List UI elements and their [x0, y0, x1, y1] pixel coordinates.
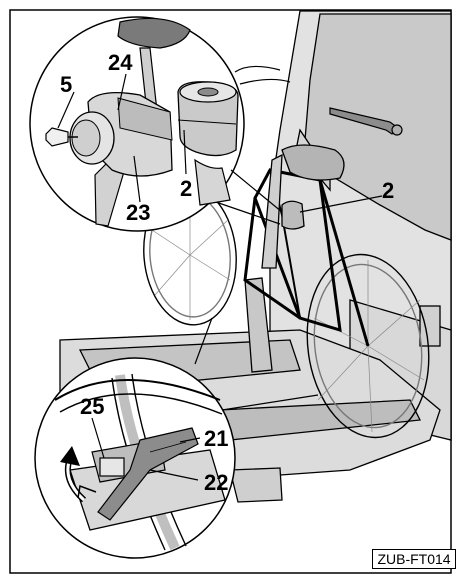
callout-25: 25	[80, 394, 104, 419]
callout-2-detail: 2	[180, 176, 192, 201]
callout-23: 23	[126, 200, 150, 225]
bicycle-saddle	[281, 144, 345, 181]
figure-reference-code: ZUB-FT014	[372, 549, 456, 569]
callout-2-main: 2	[382, 178, 394, 203]
callout-21: 21	[204, 426, 228, 451]
detail-circle-clamp	[29, 16, 383, 232]
callout-22: 22	[204, 470, 228, 495]
detail-circle-wheel-strap	[34, 317, 319, 559]
rear-wiper	[329, 107, 403, 136]
callout-5: 5	[60, 72, 72, 97]
holder-arm-main	[261, 153, 305, 269]
callout-24: 24	[108, 50, 133, 75]
